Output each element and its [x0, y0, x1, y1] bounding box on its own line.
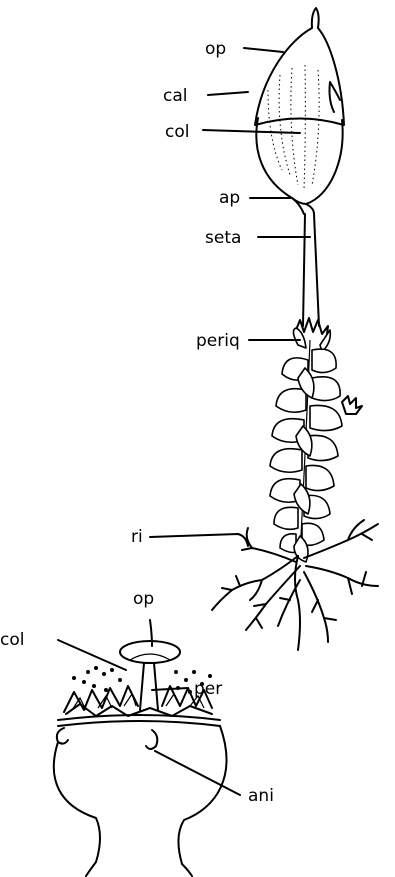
label-ri: ri — [131, 527, 143, 547]
label-cal: cal — [163, 86, 188, 106]
seta-stalk — [303, 214, 319, 326]
label-col-bottom: col — [0, 630, 24, 650]
leader-lines — [58, 48, 310, 795]
leafy-shoot — [270, 318, 362, 562]
label-ap: ap — [219, 188, 240, 208]
label-per: per — [194, 679, 222, 699]
capsule-drawing — [255, 8, 344, 214]
label-seta: seta — [205, 228, 241, 248]
label-periq: periq — [196, 331, 240, 351]
label-col-top: col — [165, 122, 189, 142]
label-ani: ani — [248, 786, 274, 806]
open-capsule-drawing — [54, 641, 227, 876]
label-op-top: op — [205, 39, 226, 59]
label-op-bottom: op — [133, 589, 154, 609]
